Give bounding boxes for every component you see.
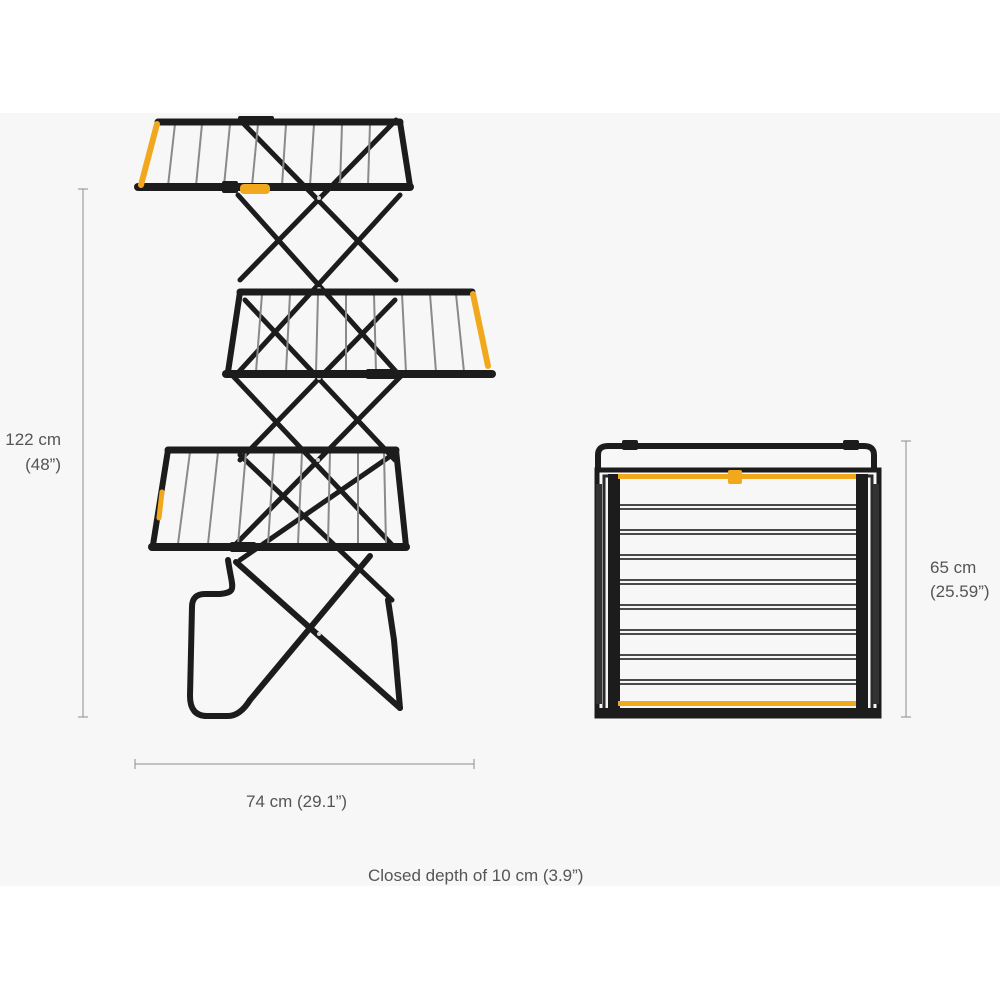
frame-joints [316, 196, 321, 636]
height-dimension-line [78, 188, 88, 718]
closed-depth-label: Closed depth of 10 cm (3.9”) [368, 866, 584, 885]
height-in-label: (48”) [25, 455, 61, 474]
top-shelf [134, 116, 414, 194]
width-dimension-line [134, 759, 475, 769]
folded-height-dimension-line [901, 440, 911, 718]
middle-shelf [222, 288, 496, 379]
folded-height-cm-label: 65 cm [930, 558, 977, 577]
width-label: 74 cm (29.1”) [246, 792, 348, 811]
bottom-shelf [148, 446, 410, 552]
product-backdrop [0, 113, 1000, 886]
folded-drying-rack [594, 440, 882, 719]
open-drying-rack [134, 116, 496, 719]
folded-height-in-label: (25.59”) [930, 582, 990, 601]
height-cm-label: 122 cm [5, 430, 61, 449]
